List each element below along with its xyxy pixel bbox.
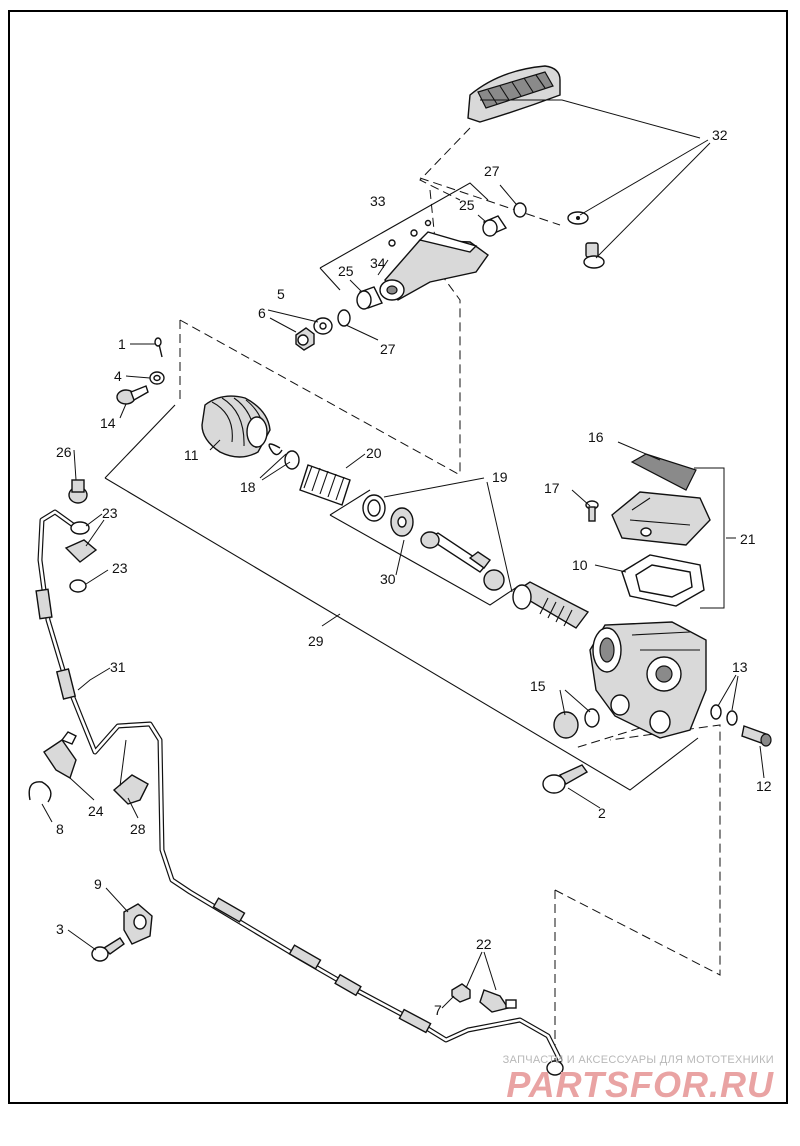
callout-11: 11: [184, 447, 199, 463]
screw-17: [585, 500, 599, 522]
callout-3: 3: [56, 921, 64, 937]
callout-30: 30: [380, 571, 396, 587]
clevis-pin-14: [116, 385, 149, 405]
mounting-bolt-2: [542, 764, 589, 794]
leader-lines: [41, 99, 765, 1009]
callout-25-lower: 25: [338, 263, 354, 279]
spring-20: [299, 464, 351, 506]
callout-15: 15: [530, 678, 546, 694]
callout-29: 29: [308, 633, 324, 649]
clip-24: [43, 731, 77, 780]
plug-15: [553, 708, 600, 739]
washers-13: [710, 704, 738, 726]
callout-27-lower: 27: [380, 341, 396, 357]
watermark-logo: PARTSFOR.RU: [506, 1064, 774, 1105]
clamp-9: [123, 903, 153, 945]
brake-line-31: [35, 509, 564, 1076]
banjo-fitting-23: [64, 479, 98, 593]
pedal-lever: [379, 219, 489, 301]
foot-peg-pad: [467, 65, 561, 123]
callout-28: 28: [130, 821, 146, 837]
callout-9: 9: [94, 876, 102, 892]
switch-22: [479, 989, 517, 1013]
callout-33: 33: [370, 193, 386, 209]
callout-21: 21: [740, 531, 756, 547]
clip-8: [28, 781, 52, 803]
push-rod-30: [420, 531, 505, 591]
callout-labels: 1 4 14 5 6 25 34 27 33 25 27 32 11 18 20…: [56, 127, 772, 1018]
callout-7: 7: [434, 1002, 442, 1018]
callout-17: 17: [544, 480, 560, 496]
bushing-25-upper: [482, 215, 508, 237]
master-cylinder-body: [589, 621, 707, 739]
diagram-frame: [8, 10, 788, 1104]
callout-31: 31: [110, 659, 126, 675]
washer-5: [313, 317, 333, 335]
callout-24: 24: [88, 803, 104, 819]
callout-23-upper: 23: [102, 505, 118, 521]
clip-28: [112, 774, 149, 805]
piston-assembly-19: [512, 581, 590, 629]
boot-11: [201, 395, 271, 458]
callout-14: 14: [100, 415, 116, 431]
callout-16: 16: [588, 429, 604, 445]
circlip-19: [362, 494, 386, 522]
callout-2: 2: [598, 805, 606, 821]
callout-22: 22: [476, 936, 492, 952]
callout-1: 1: [118, 336, 126, 352]
watermark: ЗАПЧАСТИ И АКСЕССУАРЫ ДЛЯ МОТОТЕХНИКИ PA…: [474, 1054, 774, 1104]
banjo-bolt-12: [741, 725, 772, 747]
washer-32: [567, 211, 589, 225]
diaphragm-16: [630, 453, 697, 491]
bolt-3: [91, 937, 125, 962]
callout-26: 26: [56, 444, 72, 460]
gasket-10: [621, 554, 705, 607]
watermark-tagline: ЗАПЧАСТИ И АКСЕССУАРЫ ДЛЯ МОТОТЕХНИКИ: [502, 1054, 774, 1066]
retaining-ring-18: [268, 443, 300, 470]
nut-7: [451, 983, 471, 1003]
washer-19: [390, 507, 414, 537]
callout-32: 32: [712, 127, 728, 143]
callout-34: 34: [370, 255, 386, 271]
callout-5: 5: [277, 286, 285, 302]
washer-4: [149, 371, 165, 385]
bushing-25-lower: [356, 286, 383, 310]
callout-10: 10: [572, 557, 588, 573]
cotter-pin-1: [154, 337, 163, 358]
screw-32: [583, 242, 605, 269]
reservoir-cover-21: [611, 491, 711, 546]
assembly-boundary-lines: [104, 182, 699, 791]
callout-18: 18: [240, 479, 256, 495]
callout-6: 6: [258, 305, 266, 321]
oring-27-lower: [337, 309, 351, 327]
nut-6: [295, 327, 315, 351]
callout-19: 19: [492, 469, 508, 485]
oring-27-upper: [513, 202, 527, 218]
callout-27-upper: 27: [484, 163, 500, 179]
callout-12: 12: [756, 778, 772, 794]
callout-23-lower: 23: [112, 560, 128, 576]
callout-20: 20: [366, 445, 382, 461]
callout-13: 13: [732, 659, 748, 675]
callout-4: 4: [114, 368, 122, 384]
callout-25-upper: 25: [459, 197, 475, 213]
callout-8: 8: [56, 821, 64, 837]
